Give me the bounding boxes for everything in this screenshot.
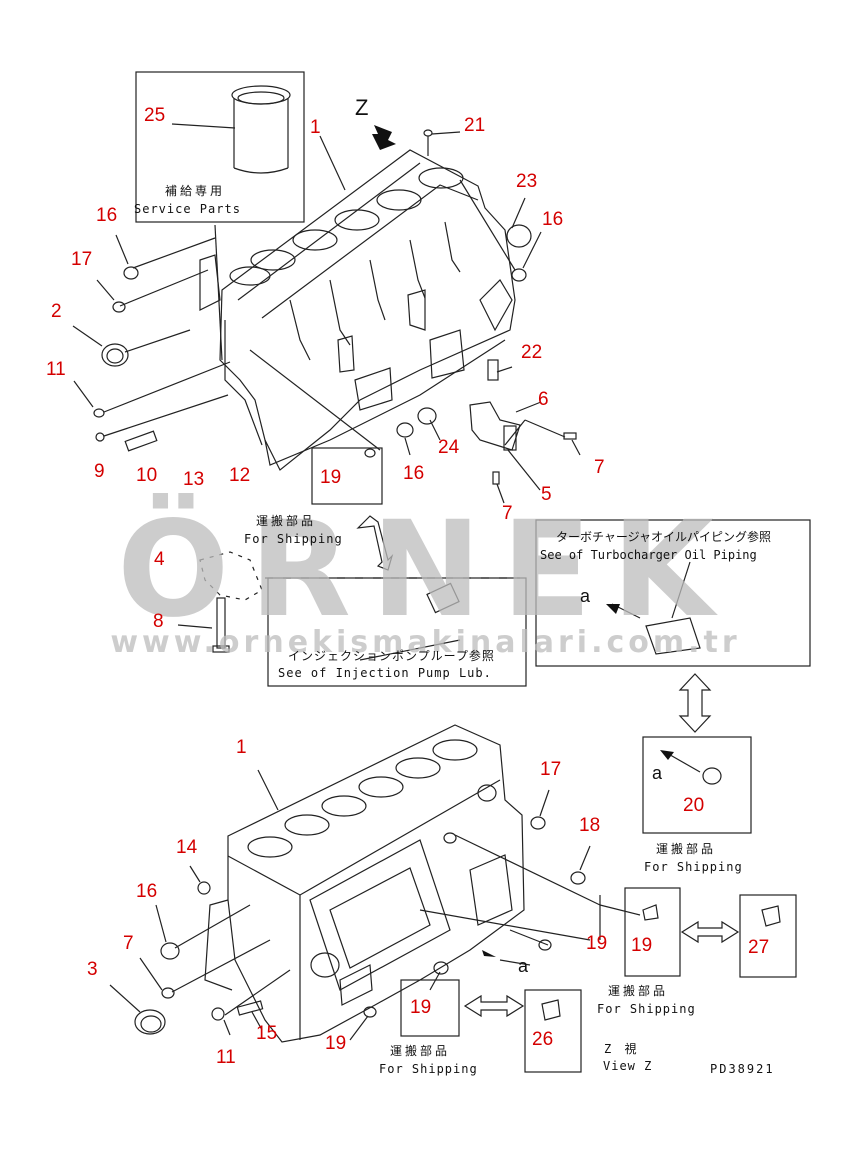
caption-shipping-en-4: For Shipping — [379, 1062, 478, 1076]
callout-2: 2 — [51, 301, 62, 322]
callout-19-d: 19 — [410, 997, 432, 1018]
callout-11-lower: 11 — [216, 1047, 236, 1068]
drawing-code: PD38921 — [710, 1062, 775, 1076]
caption-injection-en: See of Injection Pump Lub. — [278, 666, 492, 680]
caption-shipping-jp-1: 運搬部品 — [256, 514, 317, 528]
callout-23: 23 — [516, 171, 538, 192]
callout-24: 24 — [438, 437, 460, 458]
caption-shipping-en-3: For Shipping — [597, 1002, 696, 1016]
caption-viewz-jp: Z 視 — [604, 1042, 640, 1056]
caption-shipping-en-2: For Shipping — [644, 860, 743, 874]
arrow-label-a-lower: a — [518, 956, 529, 976]
callout-15: 15 — [256, 1023, 278, 1044]
view-z-mark: Z — [355, 95, 369, 120]
caption-shipping-jp-2: 運搬部品 — [656, 842, 717, 856]
callout-7-b: 7 — [502, 503, 513, 524]
callout-20: 20 — [683, 795, 705, 816]
callout-13: 13 — [183, 469, 205, 490]
callout-19-c: 19 — [631, 935, 653, 956]
arrow-label-a-view: a — [652, 763, 663, 783]
caption-viewz-en: View Z — [603, 1059, 653, 1073]
callout-1-upper: 1 — [310, 117, 321, 138]
callout-7-c: 7 — [123, 933, 134, 954]
callout-14: 14 — [176, 837, 198, 858]
callout-18: 18 — [579, 815, 601, 836]
callout-22: 22 — [521, 342, 543, 363]
callout-27: 27 — [748, 937, 770, 958]
callout-16-a: 16 — [96, 205, 118, 226]
callout-26: 26 — [532, 1029, 554, 1050]
callout-10: 10 — [136, 465, 158, 486]
callout-12: 12 — [229, 465, 251, 486]
callout-8: 8 — [153, 611, 164, 632]
caption-turbo-en: See of Turbocharger Oil Piping — [540, 548, 757, 562]
callout-11-upper: 11 — [46, 359, 66, 380]
callout-17-lower: 17 — [540, 759, 562, 780]
callout-25: 25 — [144, 105, 166, 126]
caption-shipping-en-1: For Shipping — [244, 532, 343, 546]
caption-service-jp: 補給専用 — [165, 184, 226, 198]
caption-shipping-jp-4: 運搬部品 — [390, 1044, 451, 1058]
caption-service-en: Service Parts — [134, 202, 241, 216]
callout-1-lower: 1 — [236, 737, 247, 758]
callout-3: 3 — [87, 959, 98, 980]
callout-7-a: 7 — [594, 457, 605, 478]
callout-16-c: 16 — [403, 463, 425, 484]
callout-19-upper: 19 — [320, 467, 342, 488]
callout-4: 4 — [154, 549, 165, 570]
callout-19-e: 19 — [325, 1033, 347, 1054]
caption-injection-jp: インジェクションポンプループ参照 — [288, 649, 495, 663]
callout-9: 9 — [94, 461, 105, 482]
caption-turbo-jp: ターボチャージャオイルパイピング参照 — [556, 530, 772, 544]
arrow-label-a-turbo: a — [580, 586, 591, 606]
callout-19-b: 19 — [586, 933, 608, 954]
caption-shipping-jp-3: 運搬部品 — [608, 984, 669, 998]
callout-21: 21 — [464, 115, 486, 136]
callout-17-upper: 17 — [71, 249, 93, 270]
callout-16-b: 16 — [542, 209, 564, 230]
callout-16-d: 16 — [136, 881, 158, 902]
callout-6: 6 — [538, 389, 549, 410]
callout-5: 5 — [541, 484, 552, 505]
